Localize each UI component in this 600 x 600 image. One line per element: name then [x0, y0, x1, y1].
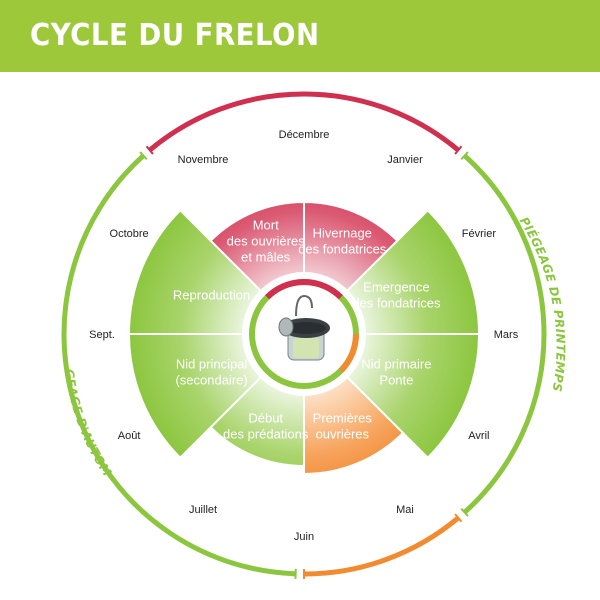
sector-3-label-line-1: Nid primaire [361, 356, 431, 371]
sector-7-label-line-1: Reproduction [173, 288, 250, 303]
sector-8-label-line-3: et mâles [241, 250, 291, 265]
month-label-8: Juillet [189, 504, 217, 516]
sector-2-label-line-1: Emergence [363, 280, 429, 295]
sector-3-label-line-2: Ponte [379, 372, 413, 387]
outer-arc-winter-start-tick [145, 145, 154, 155]
sector-4-label-line-1: Premières [313, 410, 373, 425]
month-label-4: Mars [494, 329, 519, 341]
center-hub [242, 272, 366, 396]
month-label-6: Mai [396, 504, 414, 516]
sector-8-label-line-1: Mort [253, 218, 279, 233]
month-label-12: Novembre [178, 154, 229, 166]
month-label-9: Août [118, 430, 141, 442]
outer-arc-spring [462, 153, 547, 515]
header-banner: CYCLE DU FRELON [0, 0, 600, 72]
month-label-7: Juin [294, 531, 314, 543]
outer-arc-summer-autumn [61, 153, 296, 577]
sector-6-label-line-1: Nid principal [176, 356, 248, 371]
outer-arc-spring-end-tick [460, 507, 469, 517]
month-label-11: Octobre [110, 228, 149, 240]
month-label-2: Janvier [387, 154, 423, 166]
sector-5-label-line-1: Début [248, 410, 283, 425]
month-label-10: Sept. [89, 329, 115, 341]
sector-2-label-line-2: des fondatrices [352, 296, 441, 311]
sector-1-label-line-1: Hivernage [313, 226, 372, 241]
sector-1-label-line-2: des fondatrices [298, 242, 387, 257]
page-title: CYCLE DU FRELON [30, 18, 320, 53]
center-orange-arc [338, 333, 360, 373]
autumn-trapping-label: PIÉGEAGE D'AUTOMNE [0, 72, 114, 479]
month-label-5: Avril [468, 430, 489, 442]
sector-4-label-line-2: ouvrières [316, 426, 370, 441]
sector-5-label-line-2: des prédations [223, 426, 309, 441]
outer-ring [61, 91, 547, 579]
center-red-arc [265, 278, 343, 300]
sector-8-label-line-2: des ouvrières [227, 234, 306, 249]
outer-arc-spring-start-tick [460, 151, 469, 161]
month-label-3: Février [462, 228, 497, 240]
outer-arc-summer-autumn-end-tick [139, 151, 148, 161]
sector-6-label-line-2: (secondaire) [175, 372, 247, 387]
outer-arc-winter [148, 91, 460, 153]
outer-arc-winter-end-tick [454, 145, 463, 155]
outer-arc-early-summer [303, 515, 460, 577]
hornet-trap-icon [278, 294, 330, 361]
outer-arc-early-summer-start-tick [454, 513, 463, 523]
month-label-1: Décembre [279, 129, 330, 141]
